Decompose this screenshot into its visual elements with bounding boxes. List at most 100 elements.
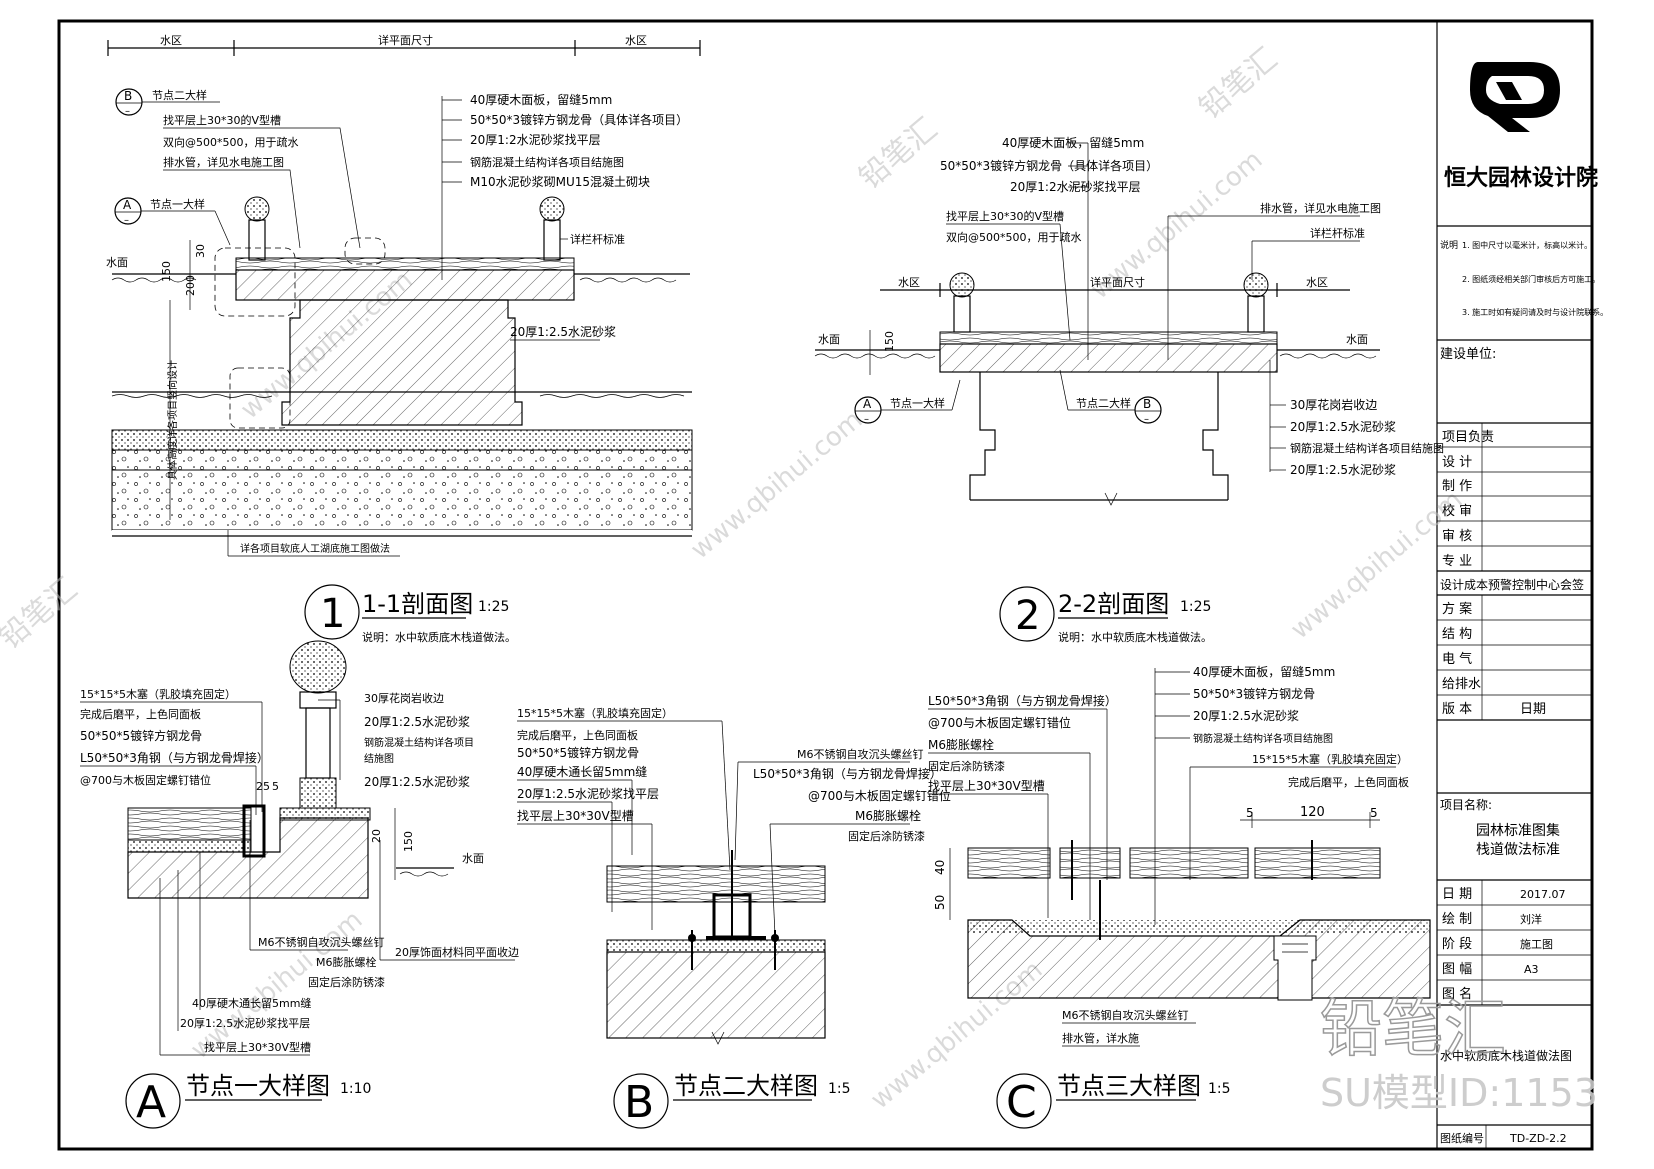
section-1-1: 水区 详平面尺寸 水区 40厚硬木面板，留缝5mm 50*50*3镀锌方钢龙骨（… <box>106 33 701 644</box>
db-bolt: M6膨胀螺栓 <box>855 808 921 823</box>
vertical-design-note: 具体高度详各项目竖向设计 <box>166 360 179 480</box>
role-draft: 制 作 <box>1442 479 1472 494</box>
info-rows: 日 期 2017.07 绘 制 刘洋 阶 段 施工图 图 幅 A3 图 名 <box>1437 880 1592 1006</box>
db-angle-steel: L50*50*3角钢（与方钢龙骨焊接） <box>753 766 942 781</box>
s2-rail-note: 详栏杆标准 <box>1310 226 1365 240</box>
sheet-frame <box>57 19 1594 1151</box>
section1-number: 1 <box>320 591 345 637</box>
da-dim-25: 25 <box>256 780 270 793</box>
sign-structure: 结 构 <box>1442 627 1472 642</box>
s2-callout-deck: 40厚硬木面板，留缝5mm <box>1002 135 1144 150</box>
drawing-number-label: 图纸编号 <box>1440 1131 1484 1145</box>
da-polish: 完成后磨平，上色同面板 <box>80 707 201 721</box>
db-wood-plug: 15*15*5木塞（乳胶填充固定） <box>517 706 673 720</box>
dc-bolt: M6膨胀螺栓 <box>928 737 994 752</box>
detail-b-scale: 1:5 <box>828 1081 851 1097</box>
s2-node-b-label: 节点二大样 <box>1076 396 1131 410</box>
da-finish: 20厚饰面材料同平面收边 <box>395 945 519 959</box>
s2-node-a-letter: A <box>863 397 872 411</box>
node-a-letter: A <box>123 198 132 212</box>
info-date-value: 2017.07 <box>1520 888 1566 901</box>
da-rc-2: 结施图 <box>364 752 394 765</box>
da-v-groove: 找平层上30*30V型槽 <box>204 1040 311 1054</box>
drawing-name: 水中软质底木栈道做法图 <box>1440 1048 1572 1063</box>
detail-b-title: 节点二大样图 <box>674 1072 818 1100</box>
s2-drain-note: 排水管，详见水电施工图 <box>1260 201 1381 215</box>
db-v-groove: 找平层上30*30V型槽 <box>517 809 634 823</box>
section2-note: 说明：水中软质底木栈道做法。 <box>1058 630 1212 644</box>
db-screw-spacing: @700与木板固定螺钉错位 <box>808 788 951 803</box>
v-groove-note: 找平层上30*30的V型槽 <box>163 113 281 127</box>
note-3: 3. 施工时如有疑问请及时与设计院联系。 <box>1462 307 1608 317</box>
info-drawn-label: 绘 制 <box>1442 912 1472 927</box>
db-polish: 完成后磨平，上色同面板 <box>517 728 638 742</box>
date-column-label: 日期 <box>1520 702 1546 717</box>
node-a-dash: – <box>124 215 129 226</box>
drawing-number: TD-ZD-2.2 <box>1509 1132 1567 1145</box>
da-water: 水面 <box>462 852 484 865</box>
info-size-value: A3 <box>1524 963 1539 976</box>
dc-mortar: 20厚1:2.5水泥砂浆 <box>1193 708 1299 723</box>
callout-deck-board: 40厚硬木面板，留缝5mm <box>470 92 612 107</box>
sign-plumbing: 给排水 <box>1442 677 1481 692</box>
db-board: 40厚硬木通长留5mm缝 <box>517 764 647 779</box>
v-groove-spacing: 双向@500*500，用于疏水 <box>163 135 299 149</box>
s2-rc-structure: 钢筋混凝土结构详各项目结施图 <box>1290 441 1444 455</box>
role-rows: 项目负责 设 计 制 作 校 审 审 核 专 业 <box>1437 423 1592 572</box>
dim-150: 150 <box>160 261 173 282</box>
info-drawing-name-label: 图 名 <box>1442 986 1472 1002</box>
info-date-label: 日 期 <box>1442 887 1472 902</box>
role-specialty: 专 业 <box>1442 554 1472 569</box>
da-wood-plug: 15*15*5木塞（乳胶填充固定） <box>80 687 236 701</box>
da-granite: 30厚花岗岩收边 <box>364 691 444 705</box>
callout-rc-structure: 钢筋混凝土结构详各项目结施图 <box>470 155 624 169</box>
node-a-label: 节点一大样 <box>150 197 205 211</box>
section1-scale: 1:25 <box>478 599 509 615</box>
dc-dim-120: 120 <box>1300 805 1325 820</box>
watermark-url: www.qbihui.com <box>685 405 868 565</box>
node-b-dash: – <box>125 106 130 117</box>
mortar-callout: 20厚1:2.5水泥砂浆 <box>510 324 616 339</box>
watermark-url: www.qbihui.com <box>1285 485 1468 645</box>
dim-200: 200 <box>184 275 197 296</box>
da-mortar-2: 20厚1:2.5水泥砂浆 <box>364 774 470 789</box>
client-label: 建设单位: <box>1440 347 1496 362</box>
detail-c-letter: C <box>1006 1077 1037 1128</box>
dc-paint: 固定后涂防锈漆 <box>928 759 1005 773</box>
callout-steel-joist: 50*50*3镀锌方钢龙骨（具体详各项目） <box>470 112 688 127</box>
project-label: 项目名称: <box>1440 797 1492 812</box>
sign-scheme: 方 案 <box>1442 601 1472 617</box>
info-stage-value: 施工图 <box>1520 938 1553 951</box>
da-dim-150: 150 <box>402 831 415 852</box>
dc-dim-5a: 5 <box>1246 806 1254 820</box>
s2-v-groove: 找平层上30*30的V型槽 <box>946 209 1064 223</box>
notes-label: 说明 <box>1440 239 1458 251</box>
sign-rows: 方 案 结 构 电 气 给排水 版 本 日期 <box>1437 595 1592 721</box>
detail-a-scale: 1:10 <box>340 1081 371 1097</box>
db-steel-joist: 50*50*5镀锌方钢龙骨 <box>517 745 639 760</box>
s2-node-b-letter: B <box>1143 397 1151 411</box>
db-screw: M6不锈钢自攻沉头螺丝钉 <box>797 747 924 761</box>
s2-node-b-dash: – <box>1144 414 1149 425</box>
s2-granite-edge: 30厚花岗岩收边 <box>1290 397 1377 412</box>
sign-electrical: 电 气 <box>1442 651 1472 667</box>
company-name: 恒大园林设计院 <box>1444 165 1598 191</box>
note-1: 1. 图中尺寸以毫米计，标高以米计。 <box>1462 240 1592 250</box>
node-b-label: 节点二大样 <box>152 88 207 102</box>
role-check: 校 审 <box>1442 503 1472 519</box>
db-leveling: 20厚1:2.5水泥砂浆找平层 <box>517 786 659 801</box>
s2-callout-joist: 50*50*3镀锌方钢龙骨（具体详各项目） <box>940 158 1158 173</box>
watermark-brand: 铅笔汇 <box>853 111 944 196</box>
s2-callout-leveling: 20厚1:2水泥砂浆找平层 <box>1010 179 1141 194</box>
detail-b: 15*15*5木塞（乳胶填充固定） 完成后磨平，上色同面板 50*50*5镀锌方… <box>517 706 951 1129</box>
version-label: 版 本 <box>1442 702 1472 717</box>
da-paint: 固定后涂防锈漆 <box>308 975 385 989</box>
role-project-lead: 项目负责 <box>1442 430 1494 445</box>
da-screw: M6不锈钢自攻沉头螺丝钉 <box>258 935 385 949</box>
detail-a-title: 节点一大样图 <box>186 1072 330 1100</box>
da-dim-20: 20 <box>370 829 383 843</box>
dim-30: 30 <box>194 244 207 258</box>
s2-dim-150: 150 <box>883 331 896 352</box>
design-countersign-label: 设计成本预警控制中心会签 <box>1440 577 1584 592</box>
da-angle-steel: L50*50*3角钢（与方钢龙骨焊接） <box>80 750 269 765</box>
